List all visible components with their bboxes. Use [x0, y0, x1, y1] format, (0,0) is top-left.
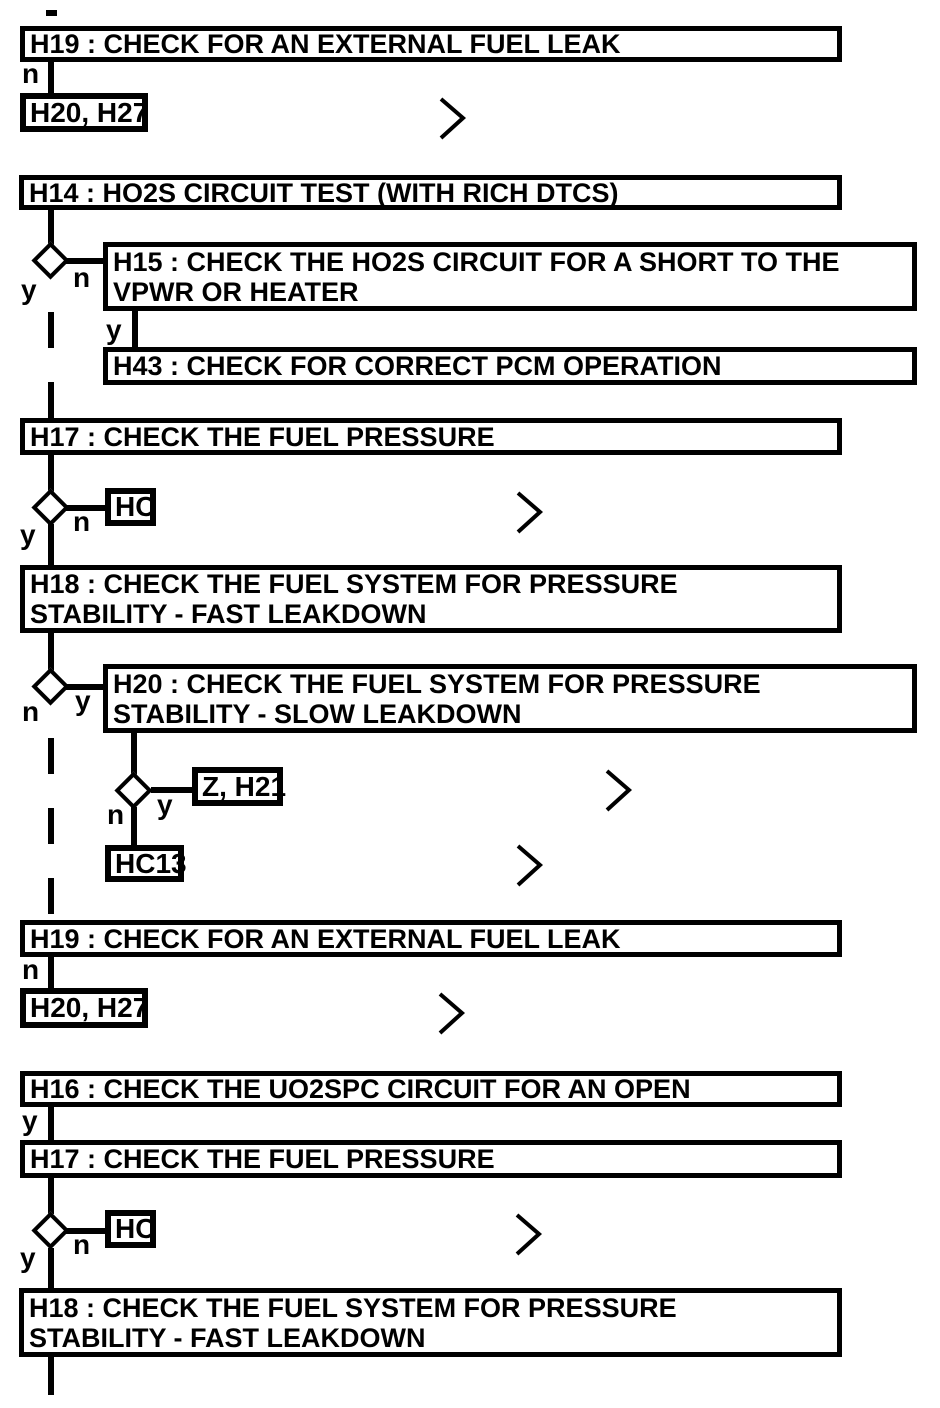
connector-line — [48, 633, 54, 671]
decision-diamond-5 — [31, 1211, 70, 1250]
connector-line — [132, 311, 138, 347]
branch-label-no-6: n — [22, 954, 40, 985]
continue-chevron-icon-6 — [513, 1212, 543, 1258]
branch-label-yes-4: y — [75, 685, 91, 716]
decision-diamond-1 — [31, 241, 70, 280]
step-box-h17-fuel-pressure-1: H17 : CHECK THE FUEL PRESSURE — [20, 418, 842, 455]
step-box-h16-uo2spc-open: H16 : CHECK THE UO2SPC CIRCUIT FOR AN OP… — [20, 1071, 842, 1107]
connector-line — [48, 455, 54, 492]
ref-box-hc13: HC13 — [105, 845, 187, 882]
step-box-h17-fuel-pressure-2: H17 : CHECK THE FUEL PRESSURE — [20, 1140, 842, 1178]
branch-label-no-1: n — [22, 58, 40, 89]
ref-box-h20-h27-2: H20, H27 — [20, 988, 148, 1028]
ref-box-z-h21: Z, H21 — [192, 767, 286, 806]
connector-line — [66, 684, 105, 690]
connector-line — [66, 1228, 106, 1234]
connector-dashed-line — [48, 704, 54, 920]
connector-line — [48, 1178, 54, 1214]
step-box-h19-external-leak-2: H19 : CHECK FOR AN EXTERNAL FUEL LEAK — [20, 920, 842, 957]
step-box-h18-fast-leakdown-1: H18 : CHECK THE FUEL SYSTEM FOR PRESSURE… — [20, 565, 842, 633]
continue-chevron-icon-1 — [437, 96, 467, 142]
step-box-h14-ho2s-test: H14 : HO2S CIRCUIT TEST (WITH RICH DTCS) — [19, 175, 842, 210]
connector-line — [48, 210, 54, 245]
connector-line — [48, 957, 54, 988]
branch-label-yes-2: y — [106, 314, 122, 345]
connector-line — [48, 1357, 54, 1395]
branch-label-no-5: n — [107, 799, 125, 830]
branch-label-no-7: n — [73, 1229, 91, 1260]
branch-label-yes-6: y — [22, 1105, 38, 1136]
branch-label-yes-7: y — [20, 1242, 36, 1273]
step-box-h15-short-check: H15 : CHECK THE HO2S CIRCUIT FOR A SHORT… — [103, 242, 917, 311]
continue-chevron-icon-3 — [603, 768, 633, 814]
continue-chevron-icon-4 — [514, 843, 544, 889]
branch-label-yes-1: y — [21, 274, 37, 305]
branch-label-no-2: n — [73, 262, 91, 293]
connector-line — [48, 524, 54, 566]
branch-label-no-3: n — [73, 506, 91, 537]
step-box-h19-external-leak-1: H19 : CHECK FOR AN EXTERNAL FUEL LEAK — [20, 26, 842, 62]
ref-box-hc-1: HC — [105, 488, 156, 526]
decision-diamond-2 — [31, 488, 70, 527]
connector-line — [66, 258, 106, 264]
continue-chevron-icon-5 — [436, 991, 466, 1037]
branch-label-no-4: n — [22, 696, 40, 727]
connector-line — [131, 807, 137, 845]
step-box-h43-pcm: H43 : CHECK FOR CORRECT PCM OPERATION — [103, 347, 917, 385]
connector-dashed-line — [48, 278, 54, 418]
step-box-h20-slow-leakdown: H20 : CHECK THE FUEL SYSTEM FOR PRESSURE… — [103, 664, 917, 733]
connector-line — [66, 505, 106, 511]
connector-line — [48, 62, 54, 93]
connector-line — [151, 787, 192, 793]
branch-label-yes-5: y — [157, 789, 173, 820]
step-box-h18-fast-leakdown-2: H18 : CHECK THE FUEL SYSTEM FOR PRESSURE… — [19, 1288, 842, 1357]
connector-line — [48, 1248, 54, 1288]
branch-label-yes-3: y — [20, 519, 36, 550]
dashed-line-continuation — [46, 10, 57, 16]
continue-chevron-icon-2 — [514, 490, 544, 536]
ref-box-h20-h27-1: H20, H27 — [20, 93, 148, 132]
connector-line — [48, 1107, 54, 1140]
connector-line — [131, 733, 137, 776]
ref-box-hc-2: HC — [105, 1210, 156, 1248]
